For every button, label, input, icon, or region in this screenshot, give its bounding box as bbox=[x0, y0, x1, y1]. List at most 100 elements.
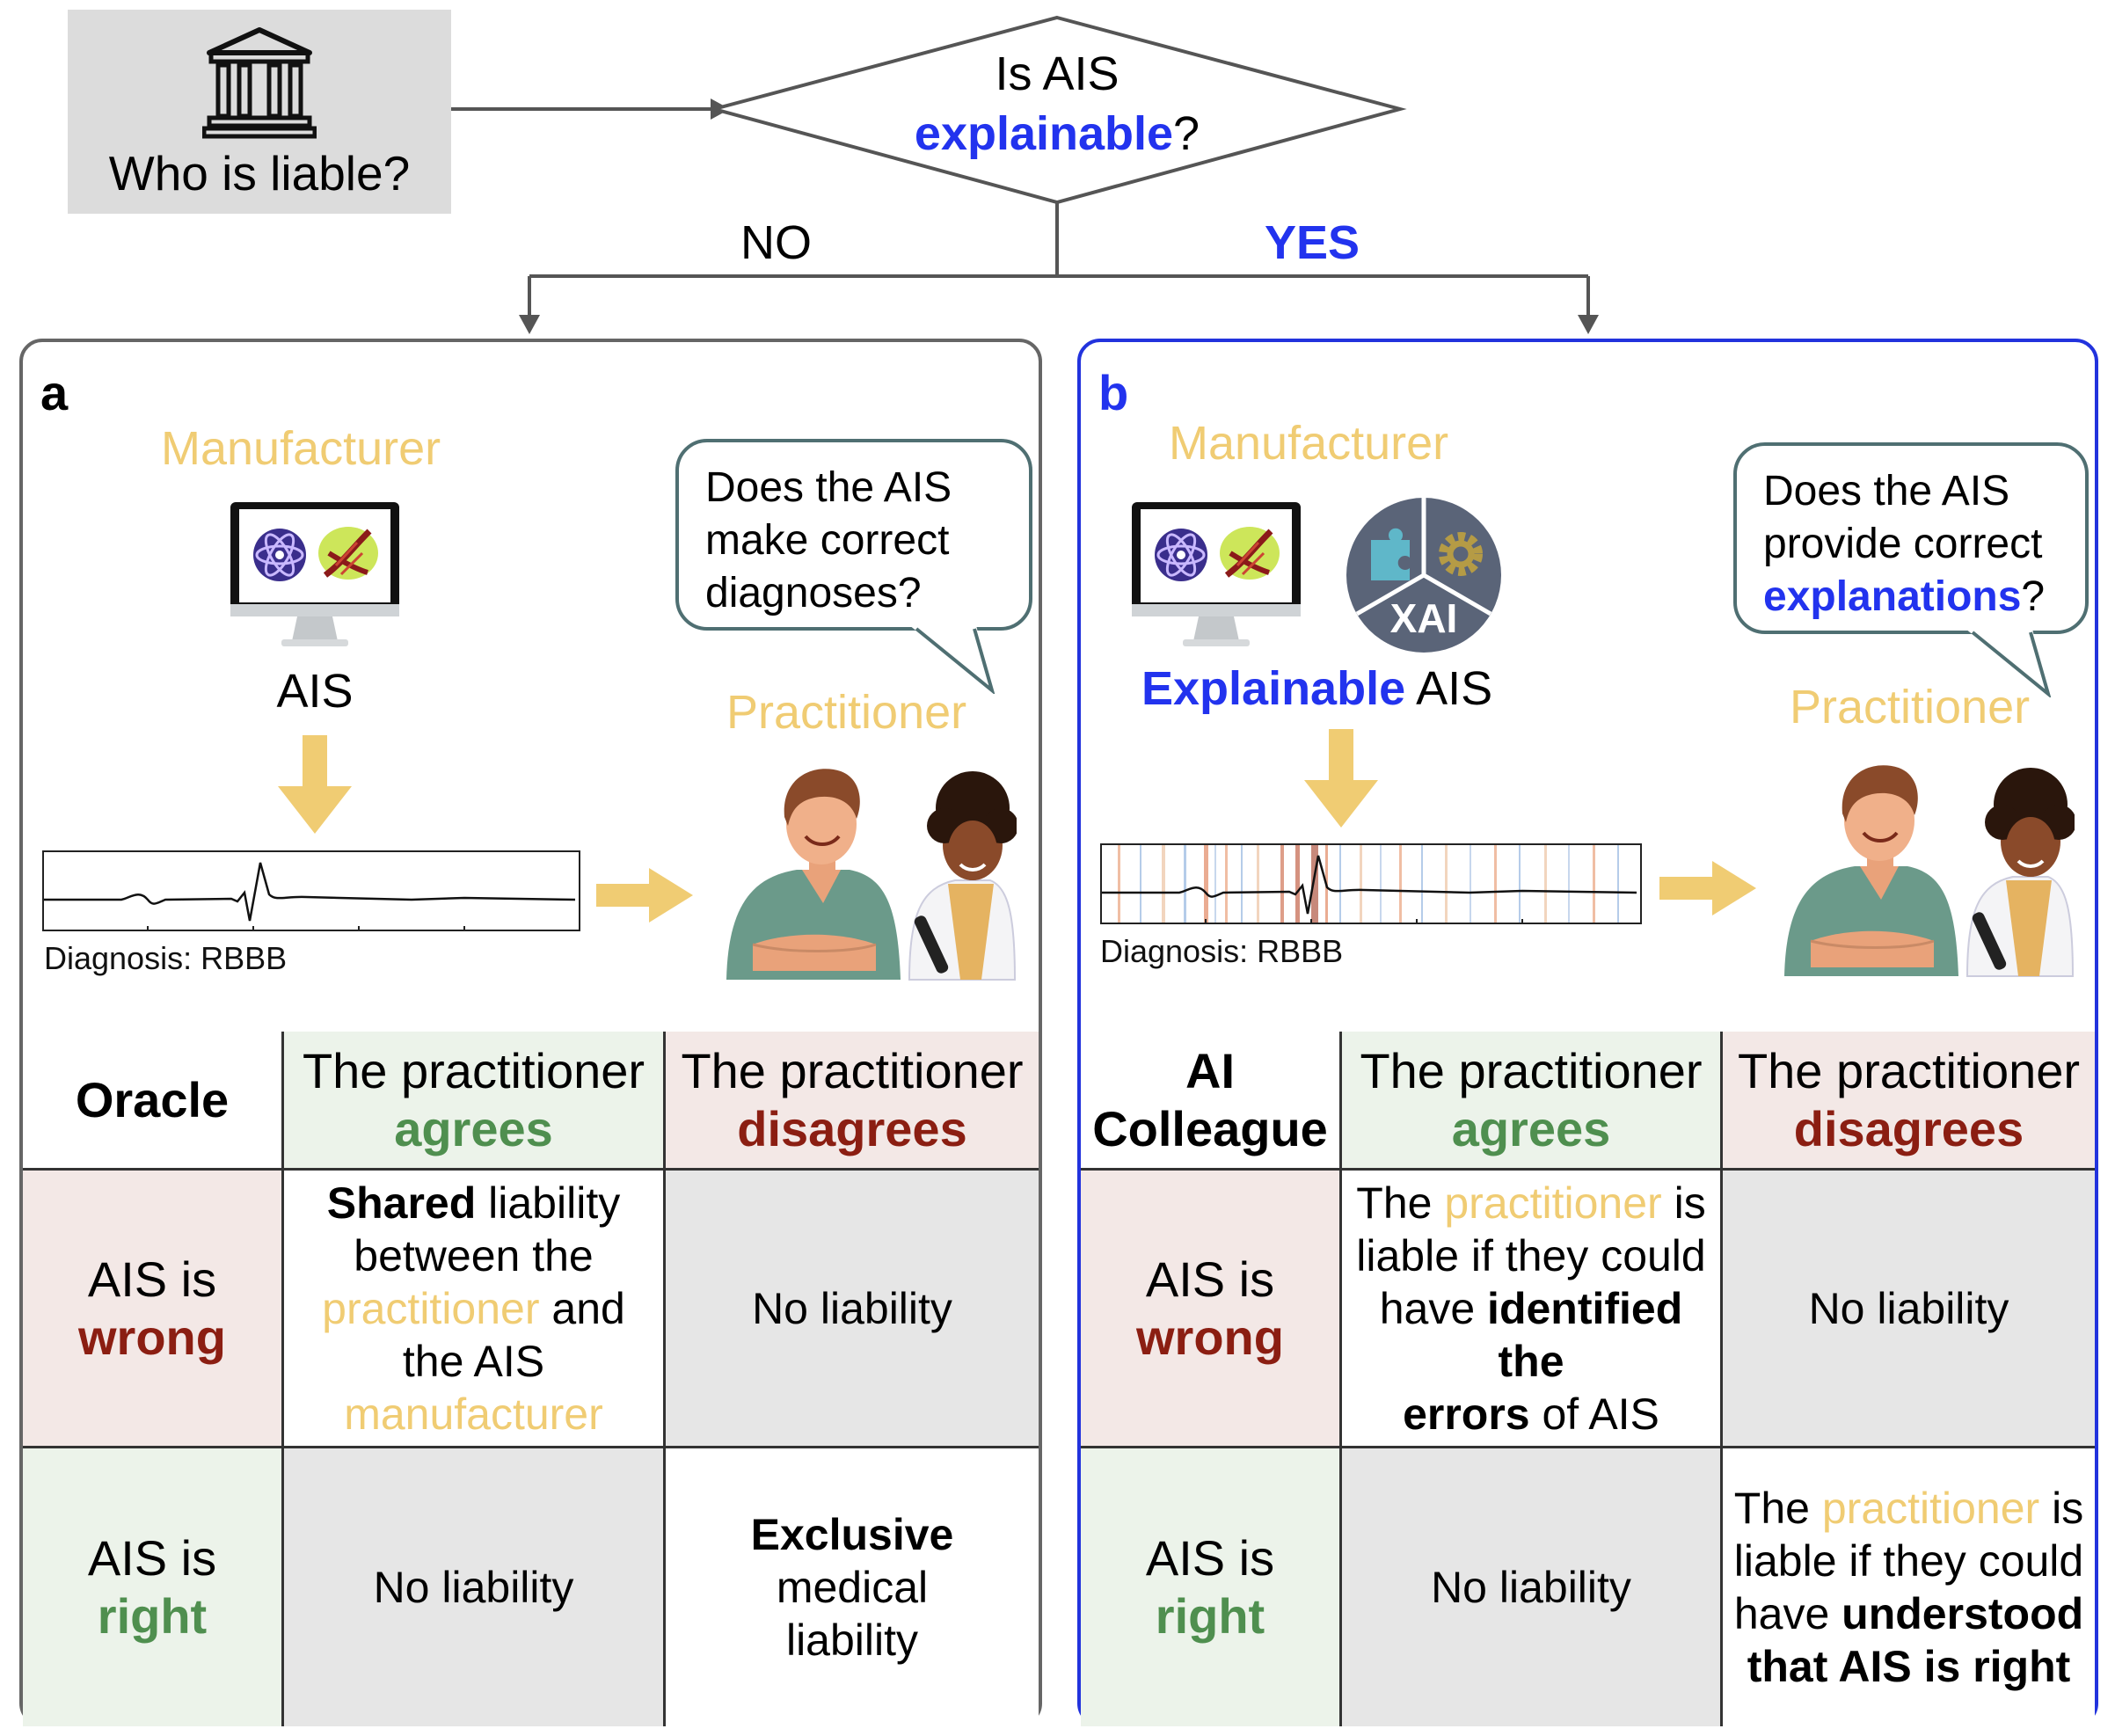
dna-icon bbox=[318, 527, 378, 580]
diamond-line1: Is AIS bbox=[995, 47, 1119, 100]
cell-text: is bbox=[2039, 1484, 2084, 1533]
header-text: The practitioner bbox=[681, 1042, 1024, 1098]
cell-text: No liability bbox=[373, 1563, 574, 1612]
header-keyword: disagrees bbox=[1793, 1100, 2024, 1156]
bubble-line: Does the AIS bbox=[705, 464, 952, 511]
cell-bold: Shared bbox=[326, 1178, 477, 1228]
cell-bold: that AIS is right bbox=[1747, 1642, 2071, 1691]
row-header-keyword: wrong bbox=[78, 1309, 226, 1365]
arrow-icon bbox=[519, 315, 540, 334]
cell-highlight: practitioner bbox=[1444, 1178, 1662, 1228]
corner-label: AI bbox=[1185, 1042, 1235, 1098]
header-text: The practitioner bbox=[1360, 1042, 1703, 1098]
cell-text: is bbox=[1661, 1178, 1706, 1228]
arrow-icon bbox=[596, 868, 693, 923]
header-text: The practitioner bbox=[1737, 1042, 2081, 1098]
diamond-question: Is AIS explainable? bbox=[879, 44, 1235, 164]
row-header-keyword: right bbox=[97, 1588, 208, 1644]
panel-a: a Manufacturer AIS Does the AIS make cor… bbox=[19, 339, 1042, 1726]
cell-text: liable if they could bbox=[1356, 1230, 1706, 1280]
doctor-icon bbox=[1784, 765, 2075, 977]
cell-text: The bbox=[1733, 1484, 1822, 1533]
atom-icon bbox=[1155, 529, 1207, 581]
cell-highlight: practitioner bbox=[322, 1283, 540, 1333]
arrow-icon bbox=[1578, 315, 1599, 334]
cell-text: The bbox=[1356, 1178, 1445, 1228]
bubble-tail bbox=[1965, 629, 2052, 697]
diamond-qmark: ? bbox=[1173, 107, 1200, 160]
row-header-text: AIS is bbox=[1145, 1530, 1275, 1586]
row-header-keyword: wrong bbox=[1136, 1309, 1284, 1365]
courthouse-icon bbox=[202, 27, 317, 139]
cell-text: No liability bbox=[752, 1283, 952, 1333]
monitor-icon bbox=[230, 502, 399, 646]
arrow-icon bbox=[1659, 861, 1756, 915]
cell-bold: errors bbox=[1403, 1389, 1530, 1439]
row-header-text: AIS is bbox=[87, 1251, 217, 1307]
header-keyword: agrees bbox=[394, 1100, 553, 1156]
cell-text: between the bbox=[354, 1230, 594, 1280]
cell-text: of AIS bbox=[1529, 1389, 1659, 1439]
doctor-icon bbox=[726, 769, 1017, 981]
branch-no-label: NO bbox=[740, 216, 812, 269]
xai-label: XAI bbox=[1389, 595, 1458, 641]
gear-icon bbox=[1439, 532, 1483, 576]
cell-highlight: practitioner bbox=[1821, 1484, 2040, 1533]
cell-text: No liability bbox=[1808, 1283, 2009, 1333]
bubble-line: make correct bbox=[705, 517, 950, 564]
monitor-icon bbox=[1132, 502, 1301, 646]
cell-text: and bbox=[539, 1283, 625, 1333]
ecg-chart bbox=[42, 850, 580, 931]
diagnosis-label: Diagnosis: RBBB bbox=[1100, 933, 1344, 969]
ais-label: AIS bbox=[276, 665, 354, 718]
table-cell: No liability bbox=[1723, 1168, 2095, 1446]
row-header-text: AIS is bbox=[87, 1530, 217, 1586]
header-keyword: agrees bbox=[1451, 1100, 1611, 1156]
arrow-icon bbox=[1304, 729, 1378, 828]
cell-text: have bbox=[1733, 1589, 1842, 1638]
who-is-liable-label: Who is liable? bbox=[108, 146, 411, 201]
row-header-text: AIS is bbox=[1145, 1251, 1275, 1307]
cell-text: liability bbox=[785, 1616, 919, 1665]
cell-text: No liability bbox=[1431, 1563, 1631, 1612]
explainable-ais-label: Explainable AIS bbox=[1141, 661, 1492, 716]
ais-word: AIS bbox=[1405, 662, 1493, 715]
panel-b: b Manufacturer XAI Exp bbox=[1077, 339, 2098, 1726]
table-corner: Oracle bbox=[23, 1032, 284, 1168]
panel-letter: b bbox=[1098, 365, 1129, 420]
cell-bold: Exclusive bbox=[750, 1510, 954, 1559]
row-header-keyword: right bbox=[1155, 1588, 1265, 1644]
cell-bold: identified the bbox=[1487, 1283, 1683, 1386]
cell-text: the AIS bbox=[402, 1336, 545, 1386]
cell-highlight: manufacturer bbox=[344, 1389, 603, 1439]
bubble-tail bbox=[909, 625, 996, 694]
table-cell: No liability bbox=[666, 1168, 1039, 1446]
corner-label: Colleague bbox=[1092, 1100, 1328, 1156]
ecg-saliency-chart bbox=[1100, 843, 1642, 924]
diagnosis-label: Diagnosis: RBBB bbox=[44, 940, 288, 976]
bubble-line: provide correct bbox=[1763, 521, 2043, 567]
speech-bubble: Does the AIS make correct diagnoses? bbox=[675, 439, 1032, 631]
corner-label: Oracle bbox=[75, 1071, 230, 1127]
arrow-icon bbox=[278, 735, 352, 834]
header-keyword: disagrees bbox=[737, 1100, 967, 1156]
bubble-line: Does the AIS bbox=[1763, 468, 2010, 514]
cell-text: have bbox=[1379, 1283, 1488, 1333]
manufacturer-label: Manufacturer bbox=[1169, 417, 1449, 470]
manufacturer-label: Manufacturer bbox=[161, 422, 441, 475]
cell-text: liable if they could bbox=[1733, 1536, 2084, 1586]
flow-connectors bbox=[451, 15, 1599, 334]
bubble-qmark: ? bbox=[2021, 573, 2046, 620]
bubble-line: diagnoses? bbox=[705, 570, 922, 616]
